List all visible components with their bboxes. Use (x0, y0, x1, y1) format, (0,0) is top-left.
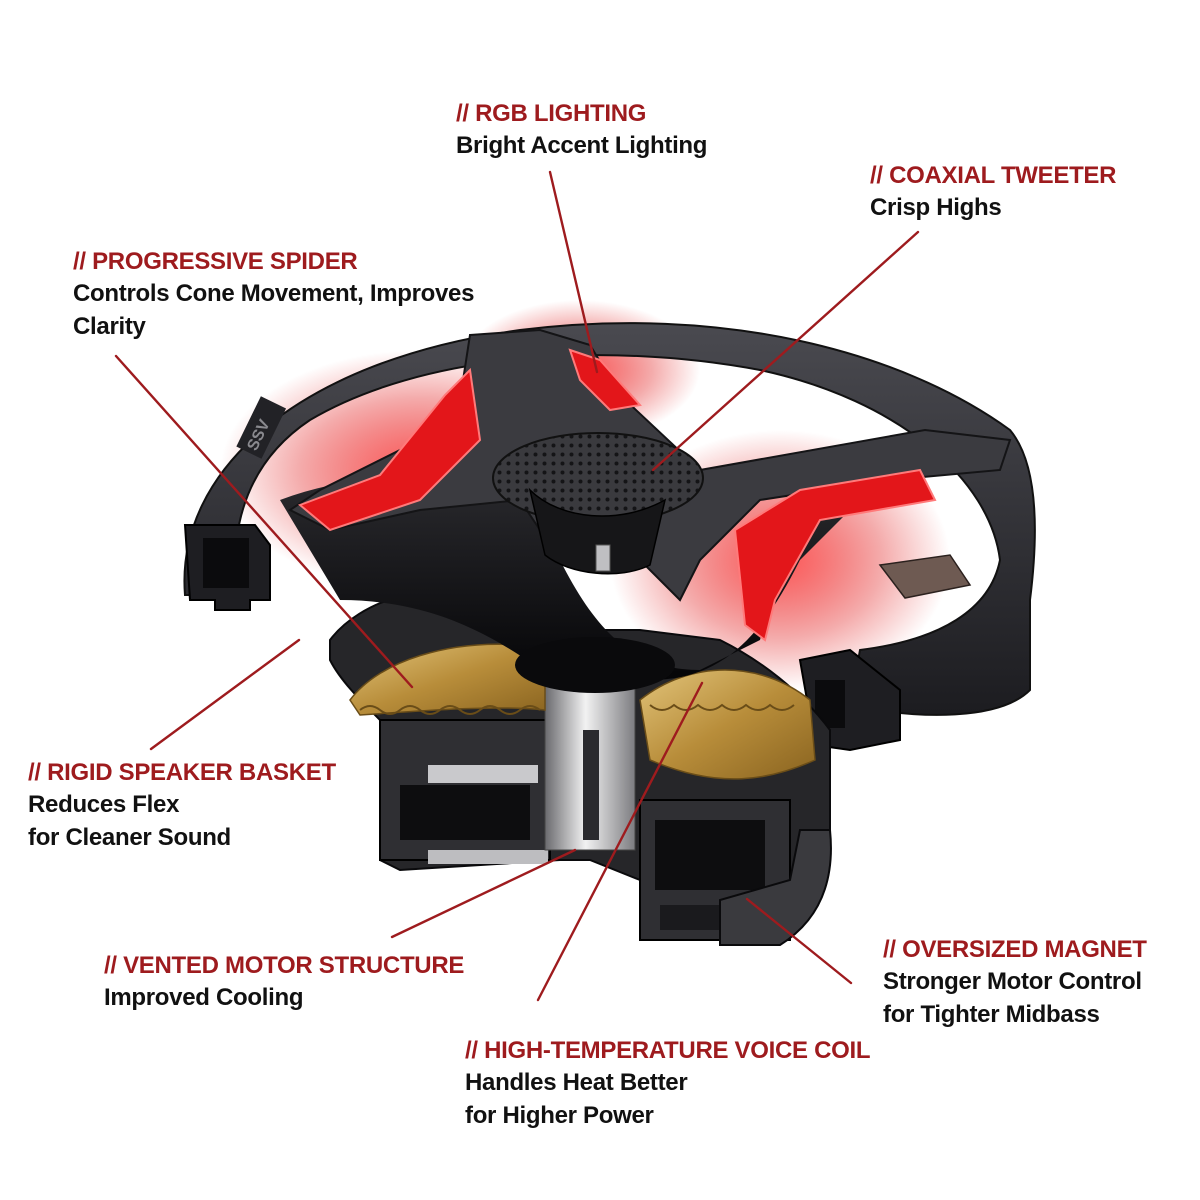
callout-description: Reduces Flex for Cleaner Sound (28, 791, 231, 851)
mesh-insert (878, 554, 972, 599)
pole-vent (583, 730, 599, 840)
back-plate-left (428, 850, 548, 864)
callout-title: // VENTED MOTOR STRUCTURE (104, 952, 465, 979)
speaker-cone (280, 476, 860, 680)
magnet-right-inner (655, 820, 765, 890)
callout-title: // RIGID SPEAKER BASKET (28, 759, 336, 786)
callout-oversized-magnet: // OVERSIZED MAGNET Stronger Motor Contr… (883, 935, 1147, 1031)
led-strip-left (298, 367, 482, 532)
magnet-left-inner (400, 785, 530, 840)
tweeter-grille (492, 432, 704, 524)
motor-rear-cup (719, 829, 832, 946)
callout-description: Handles Heat Better for Higher Power (465, 1069, 688, 1129)
spider-left-ridges (359, 705, 541, 715)
spider-right (639, 669, 816, 780)
rim-cut-cavity (203, 538, 249, 588)
callout-description: Crisp Highs (870, 194, 1002, 221)
leader-line-rgb-lighting (548, 170, 599, 374)
callout-vented-motor-structure: // VENTED MOTOR STRUCTURE Improved Cooli… (104, 951, 464, 1014)
callout-coaxial-tweeter: // COAXIAL TWEETER Crisp Highs (870, 161, 1116, 224)
tweeter-body (528, 487, 667, 575)
spider-right-ridges (649, 703, 795, 711)
back-plate-right (660, 905, 730, 930)
callout-title: // COAXIAL TWEETER (870, 162, 1117, 189)
leader-line-oversized-magnet (745, 897, 853, 985)
callout-description: Controls Cone Movement, Improves Clarity (73, 280, 475, 340)
callout-voice-coil: // HIGH-TEMPERATURE VOICE COIL Handles H… (465, 1036, 871, 1132)
top-plate-left (428, 765, 538, 783)
callout-title: // PROGRESSIVE SPIDER (73, 248, 358, 275)
callout-progressive-spider: // PROGRESSIVE SPIDER Controls Cone Move… (73, 247, 474, 343)
callout-description: Bright Accent Lighting (456, 132, 708, 159)
dust-cap (515, 637, 675, 693)
leader-line-progressive-spider (114, 354, 414, 689)
leader-line-vented-motor-structure (390, 848, 577, 939)
leader-line-voice-coil (536, 681, 704, 1002)
brand-logo: SSV (236, 396, 287, 459)
callout-title: // HIGH-TEMPERATURE VOICE COIL (465, 1037, 871, 1064)
leader-line-rigid-speaker-basket (149, 638, 301, 751)
leader-line-coaxial-tweeter (651, 230, 920, 472)
tweeter-screw (595, 544, 611, 572)
callout-description: Improved Cooling (104, 984, 304, 1011)
callout-title: // RGB LIGHTING (456, 100, 647, 127)
led-strip-right (733, 468, 937, 642)
callout-title: // OVERSIZED MAGNET (883, 936, 1147, 963)
callout-rgb-lighting: // RGB LIGHTING Bright Accent Lighting (456, 99, 707, 162)
callout-rigid-speaker-basket: // RIGID SPEAKER BASKET Reduces Flex for… (28, 758, 336, 854)
callout-description: Stronger Motor Control for Tighter Midba… (883, 968, 1142, 1028)
